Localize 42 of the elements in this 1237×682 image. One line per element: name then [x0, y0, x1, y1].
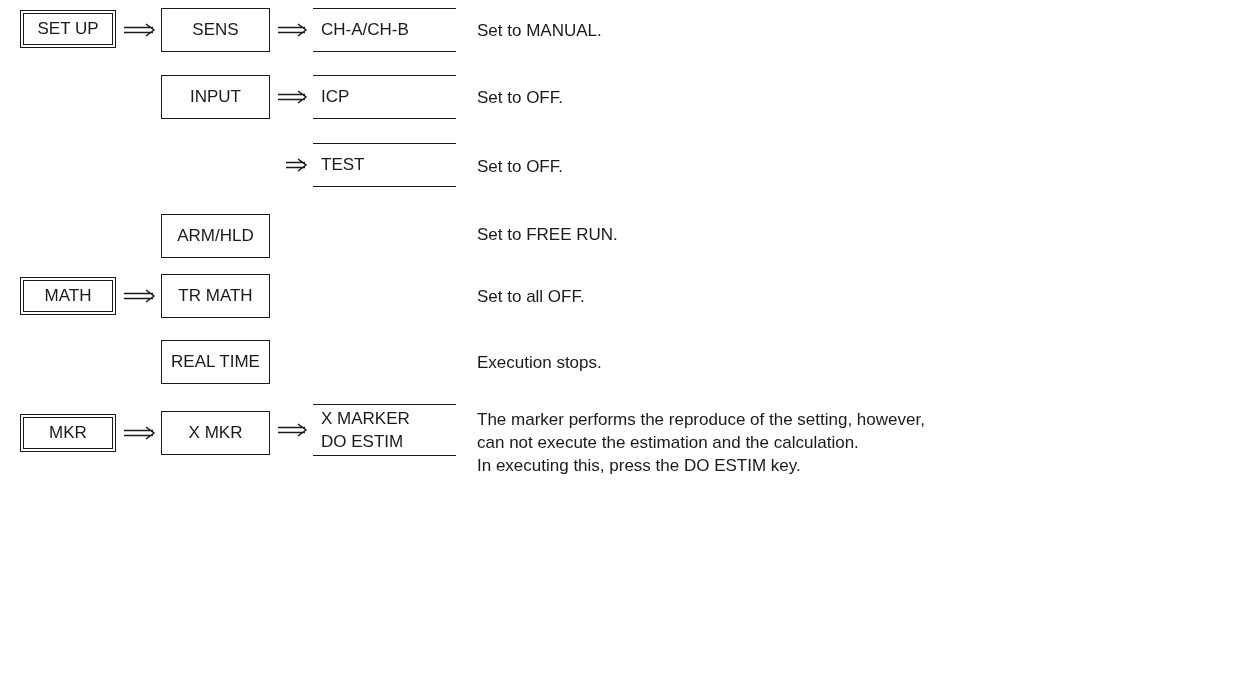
- soft-key-label: [313, 75, 456, 119]
- menu-box: [161, 214, 270, 258]
- setting-note: Set to OFF.: [477, 87, 564, 109]
- key-label: ICP: [321, 87, 350, 107]
- setting-note: Set to all OFF.: [477, 286, 585, 308]
- key-label: X MARKER: [321, 408, 410, 429]
- soft-key-label: [313, 8, 456, 52]
- key-label: MATH: [44, 286, 92, 306]
- setting-note: Set to FREE RUN.: [477, 224, 618, 246]
- key-label: REAL TIME: [171, 352, 260, 372]
- setting-note: Set to OFF.: [477, 156, 564, 178]
- setting-note: Execution stops.: [477, 352, 602, 374]
- soft-key-label: [313, 404, 456, 456]
- menu-box: [161, 8, 270, 52]
- setting-note: Set to MANUAL.: [477, 20, 603, 42]
- hard-key-box: [20, 414, 116, 452]
- soft-key-label: [313, 143, 456, 187]
- setting-note: The marker performs the reproduce of the setting, however, can not execute the estimation and the calculation.: [477, 409, 926, 454]
- key-label: TR MATH: [178, 286, 253, 306]
- setting-note: In executing this, press the DO ESTIM key.: [477, 455, 802, 477]
- double-arrow: [123, 426, 156, 440]
- key-label: ARM/HLD: [177, 226, 254, 246]
- key-label: TEST: [321, 155, 365, 175]
- key-label: SENS: [192, 20, 239, 40]
- key-label: MKR: [49, 423, 87, 443]
- key-label: DO ESTIM: [321, 431, 404, 452]
- key-label: CH-A/CH-B: [321, 20, 409, 40]
- double-arrow: [277, 23, 308, 37]
- key-label: INPUT: [190, 87, 241, 107]
- menu-box: [161, 75, 270, 119]
- menu-box: [161, 340, 270, 384]
- double-arrow: [123, 23, 156, 37]
- double-arrow: [277, 423, 308, 437]
- double-arrow: [285, 158, 308, 172]
- hard-key-box: [20, 10, 116, 48]
- double-arrow: [123, 289, 156, 303]
- double-arrow: [277, 90, 308, 104]
- key-label: SET UP: [37, 19, 99, 39]
- key-label: X MKR: [188, 423, 243, 443]
- menu-box: [161, 274, 270, 318]
- hard-key-box: [20, 277, 116, 315]
- menu-box: [161, 411, 270, 455]
